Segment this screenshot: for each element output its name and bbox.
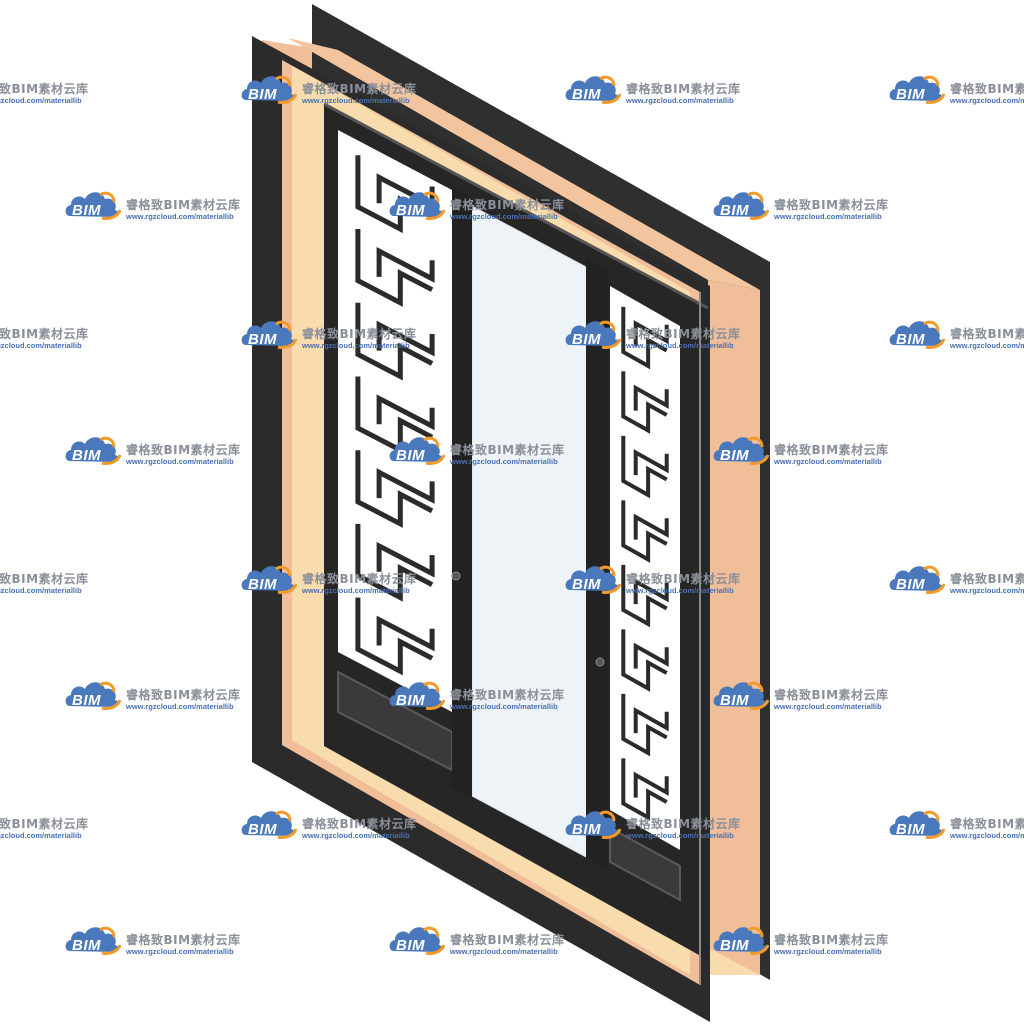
left-mullion (452, 186, 472, 800)
sash-handle-icon (451, 571, 461, 581)
lattice-bar (376, 468, 435, 504)
right-kick-panel (609, 826, 681, 902)
lattice-bar (355, 523, 434, 602)
lattice-bar (355, 302, 434, 381)
lattice-bar (633, 578, 669, 605)
lattice-bar (376, 394, 435, 431)
lattice-bar (621, 500, 668, 563)
lattice-bar (621, 306, 668, 370)
lattice-bar (376, 320, 435, 357)
right-jamb (708, 280, 760, 975)
right-lattice-pattern (621, 306, 669, 821)
lattice-bar (633, 642, 669, 669)
lattice-bar (355, 597, 434, 676)
lattice-bar (621, 371, 668, 434)
lattice-bar (633, 449, 669, 476)
lattice-bar (633, 384, 669, 411)
lattice-bar (376, 615, 435, 652)
sash-handle-icon (595, 657, 605, 667)
lattice-bar (621, 629, 668, 692)
lattice-bar (621, 435, 668, 499)
lattice-bar (621, 693, 668, 757)
center-mullion (586, 258, 608, 870)
left-lattice-panel (338, 130, 452, 712)
sash-edge-highlight (323, 102, 709, 310)
lattice-bar (621, 564, 668, 628)
lattice-bar (633, 771, 669, 798)
lattice-bar (355, 450, 434, 528)
lattice-bar (633, 513, 669, 540)
lattice-bar (355, 229, 434, 307)
center-glass-panel (471, 205, 589, 859)
lattice-bar (633, 320, 669, 347)
lattice-bar (376, 246, 435, 283)
lattice-bar (376, 541, 435, 578)
lattice-bar (633, 707, 669, 734)
top-jamb (288, 38, 760, 290)
lattice-bar (621, 758, 668, 821)
right-lattice-panel (610, 286, 680, 850)
